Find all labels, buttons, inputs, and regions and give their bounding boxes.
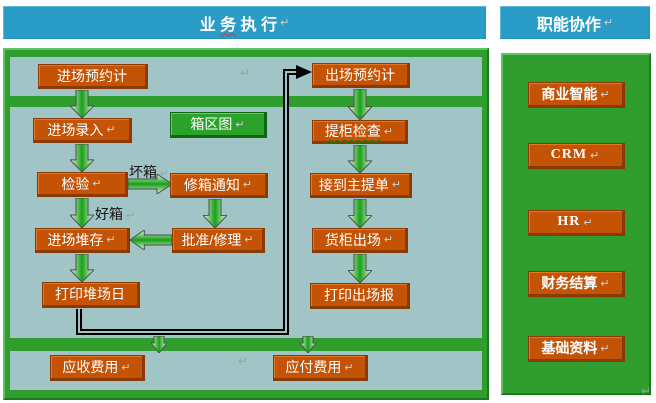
box-container-exit[interactable]: 货柜出场↵ <box>312 228 408 253</box>
sidebar-item-basic-data[interactable]: 基础资料↵ <box>528 336 625 362</box>
paragraph-mark: ↵ <box>280 17 290 29</box>
box-repair-notice[interactable]: 修箱通知↵ <box>170 173 268 198</box>
arrow-down-icon <box>348 89 372 120</box>
box-payable-fees[interactable]: 应付费用↵ <box>273 355 368 381</box>
box-print-exit-report[interactable]: 打印出场报 <box>310 283 410 309</box>
arrow-down-icon <box>70 90 94 118</box>
arrow-down-small-icon <box>151 336 167 353</box>
paragraph-mark: ↵ <box>344 361 354 374</box>
sidebar-item-financial-settlement[interactable]: 财务结算↵ <box>528 271 625 297</box>
paragraph-mark: ↵ <box>600 88 610 101</box>
paragraph-mark: ↵ <box>391 179 402 191</box>
box-inspection[interactable]: 检验↵ <box>37 172 128 197</box>
arrow-down-icon <box>348 199 372 228</box>
box-print-yard-daily[interactable]: 打印堆场日 <box>42 282 140 308</box>
arrow-down-icon <box>348 254 372 283</box>
box-enter-reservation[interactable]: 进场预约计 <box>38 64 148 89</box>
label-bad-box: 坏箱↵ <box>129 164 170 180</box>
box-pickup-check[interactable]: 提柜检查↵ <box>312 120 408 144</box>
paragraph-mark: ↵ <box>121 361 131 374</box>
arrow-down-icon <box>70 198 94 228</box>
paragraph-mark: ↵ <box>383 234 394 246</box>
paragraph-mark: ↵ <box>641 384 652 398</box>
arrow-down-icon <box>203 199 227 228</box>
paragraph-mark: ↵ <box>590 149 601 162</box>
sidebar-item-business-intelligence[interactable]: 商业智能↵ <box>528 82 625 108</box>
paragraph-mark: ↵ <box>235 118 245 131</box>
paragraph-mark: ↵ <box>242 179 253 191</box>
arrow-right-icon <box>128 174 172 194</box>
paragraph-mark: ↵ <box>383 125 394 138</box>
header-business-execution: 业 务 执 行 ↵ <box>3 6 486 39</box>
arrow-down-icon <box>348 145 372 173</box>
header-title: 业 务 执 行 <box>199 16 278 34</box>
arrow-down-small-icon <box>300 336 316 353</box>
paragraph-mark: ↵ <box>106 234 116 246</box>
paragraph-mark: ↵ <box>106 124 116 136</box>
paragraph-mark: ↵ <box>583 216 594 229</box>
misspelled-word: 务 <box>220 16 237 34</box>
paragraph-mark: ↵ <box>240 66 251 80</box>
box-receivable-fees[interactable]: 应收费用↵ <box>50 355 145 381</box>
arrow-down-icon <box>70 254 94 282</box>
box-exit-reservation[interactable]: 出场预约计 <box>312 63 410 88</box>
arrow-down-icon <box>70 144 94 172</box>
box-receive-master-bill[interactable]: 接到主提单↵ <box>310 173 412 198</box>
paragraph-mark: ↵ <box>600 277 610 290</box>
paragraph-mark: ↵ <box>92 178 102 190</box>
paragraph-mark: ↵ <box>160 168 170 180</box>
header-functional-collaboration: 职能协作 ↵ <box>500 6 650 39</box>
paragraph-mark: ↵ <box>238 354 249 368</box>
paragraph-mark: ↵ <box>603 17 614 29</box>
sidebar-item-crm[interactable]: CRM↵ <box>528 143 625 169</box>
paragraph-mark: ↵ <box>600 342 610 355</box>
box-enter-entry[interactable]: 进场录入↵ <box>33 118 132 143</box>
header-title: 职能协作 <box>536 16 601 34</box>
sidebar-item-hr[interactable]: HR↵ <box>528 210 625 236</box>
box-yard-map[interactable]: 箱区图↵ <box>170 112 267 138</box>
box-enter-stacking[interactable]: 进场堆存↵ <box>35 228 130 253</box>
label-good-box: 好箱↵ <box>95 206 136 222</box>
paragraph-mark: ↵ <box>126 210 136 222</box>
paragraph-mark: ↵ <box>244 234 254 246</box>
box-approve-repair[interactable]: 批准/修理↵ <box>172 228 265 253</box>
arrow-left-icon <box>130 230 172 250</box>
